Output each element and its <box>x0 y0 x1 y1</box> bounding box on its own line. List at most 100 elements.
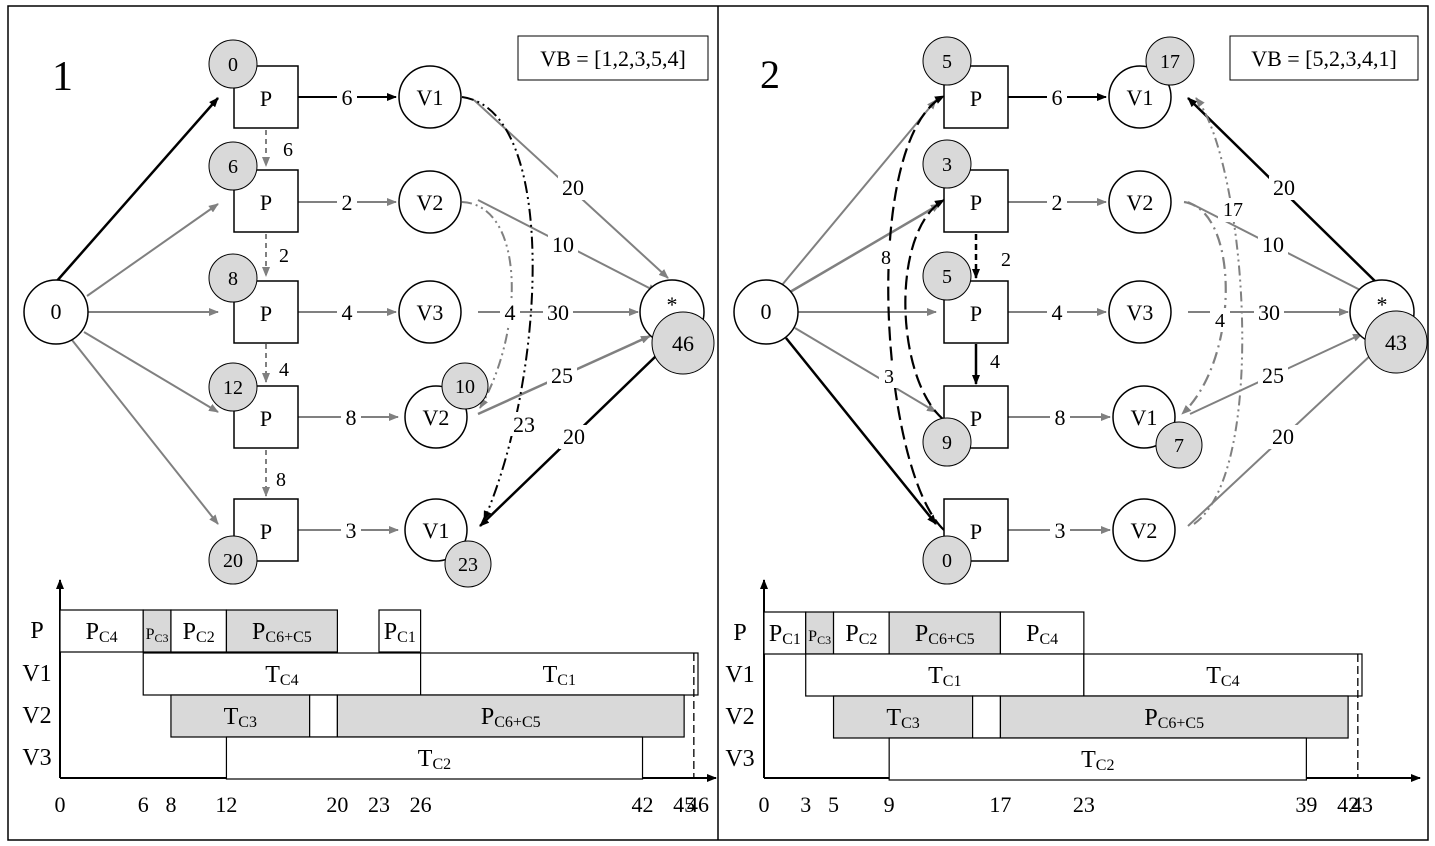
v-value-badge <box>441 362 489 410</box>
sink-weight: 10 <box>552 232 574 257</box>
v-node-label: V2 <box>1127 190 1154 215</box>
gantt-tick-label: 43 <box>1351 792 1373 817</box>
gantt-task-label: PC4 <box>1026 621 1058 648</box>
gantt-task-bar <box>378 609 422 653</box>
edge-start-p1 <box>781 99 937 286</box>
edge-weight: 3 <box>346 518 357 543</box>
v-node-label: V3 <box>417 300 444 325</box>
gantt-task-bar <box>170 609 228 653</box>
p-node-label: P <box>970 86 982 111</box>
gantt-task-bar <box>309 694 338 738</box>
gantt-task-bar <box>805 611 835 655</box>
gantt-tick-label: 23 <box>1073 792 1095 817</box>
p-node-label: P <box>970 406 982 431</box>
gantt-task-label: PC6+C5 <box>1144 705 1204 732</box>
v-value: 17 <box>1160 51 1180 73</box>
gantt-tick-label: 0 <box>759 792 770 817</box>
gantt-row-label: V3 <box>725 746 754 772</box>
sink-value: 46 <box>672 331 694 356</box>
gantt-task-bar <box>999 695 1349 739</box>
edge-weight: 8 <box>1055 405 1066 430</box>
p-value: 20 <box>223 550 243 572</box>
gantt-task-label: TC1 <box>543 662 576 689</box>
gantt-tick-label: 42 <box>632 792 654 817</box>
p-node-label: P <box>260 519 272 544</box>
p-value-badge <box>922 251 972 301</box>
v-node <box>398 65 462 129</box>
v-node-label: V3 <box>1127 300 1154 325</box>
v-node <box>1108 170 1172 234</box>
gantt-task-bar <box>999 611 1085 655</box>
gantt-task-label: TC4 <box>265 662 298 689</box>
start-node-label: 0 <box>51 299 62 324</box>
gantt-task-bar <box>972 695 1002 739</box>
gantt-task-bar <box>336 694 685 738</box>
v-node-label: V2 <box>1131 518 1158 543</box>
v-value: 7 <box>1174 435 1184 457</box>
gantt-tick-label: 5 <box>828 792 839 817</box>
edge-weight: 4 <box>342 300 353 325</box>
gantt-task-label: PC6+C5 <box>915 621 975 648</box>
gantt-task-label: PC3 <box>808 628 831 647</box>
edge-start-p2 <box>86 203 219 297</box>
gantt-task-label: TC2 <box>418 746 451 773</box>
p-value: 12 <box>223 377 243 399</box>
edge-start-p4 <box>83 331 219 413</box>
gantt-task-bar <box>888 611 1002 655</box>
dashed-weight: 23 <box>513 412 535 437</box>
chain-weight: 2 <box>279 245 289 267</box>
gantt-task-bar <box>225 609 338 653</box>
sink-value: 43 <box>1385 330 1407 355</box>
v-node-label: V1 <box>417 85 444 110</box>
gantt-task-bar <box>763 611 807 655</box>
gantt-tick-label: 45 <box>673 792 695 817</box>
gantt-row-label: V1 <box>725 662 754 688</box>
p-node-label: P <box>260 86 272 111</box>
p-value: 0 <box>228 54 238 76</box>
edge-start-p1 <box>55 97 219 283</box>
sink-value-badge <box>1364 310 1428 374</box>
gantt-task-label: PC4 <box>86 619 118 646</box>
v-value-badge <box>444 540 492 588</box>
v-node <box>1108 65 1172 129</box>
gantt-task-bar <box>1083 653 1363 697</box>
v-value: 23 <box>458 554 478 576</box>
gantt-tick-label: 20 <box>326 792 348 817</box>
gantt-task-bar <box>142 652 422 696</box>
start-node <box>733 279 799 345</box>
p-node-label: P <box>970 190 982 215</box>
sink-node-label: * <box>1377 292 1388 317</box>
chain-weight: 2 <box>1001 249 1011 271</box>
chain-weight: 6 <box>283 139 293 161</box>
gantt-task-bar <box>832 611 890 655</box>
gantt-task-label: TC4 <box>1206 663 1239 690</box>
gantt-tick-label: 8 <box>165 792 176 817</box>
gantt-task-bar <box>225 736 644 780</box>
gantt-tick-label: 0 <box>55 792 66 817</box>
dashed-weight: 4 <box>505 300 516 325</box>
start-node <box>23 279 89 345</box>
p-value: 5 <box>942 266 952 288</box>
sink-weight: 20 <box>1273 175 1295 200</box>
v-node-label: V1 <box>1127 85 1154 110</box>
v-value-badge <box>1145 36 1195 86</box>
p-value-badge <box>208 141 258 191</box>
edge-weight: 4 <box>1052 300 1063 325</box>
v-node <box>398 280 462 344</box>
v-node <box>404 498 468 562</box>
p-node-label: P <box>970 301 982 326</box>
gantt-tick-label: 17 <box>989 792 1011 817</box>
panel-number: 1 <box>52 54 73 100</box>
gantt-tick-label: 46 <box>687 792 709 817</box>
p-value-badge <box>208 535 258 585</box>
p-value: 6 <box>228 156 238 178</box>
v-node-label: V1 <box>423 518 450 543</box>
panel-2: 2 VB = [5,2,3,4,1] 8 3 2 4 6 2 4 8 <box>725 35 1428 817</box>
p-value-badge <box>922 535 972 585</box>
gantt-tick-label: 39 <box>1295 792 1317 817</box>
dashed-arc-v2-v4 <box>1181 200 1227 415</box>
v-value: 10 <box>455 376 475 398</box>
sink-weight: 20 <box>563 424 585 449</box>
edge-start-p4 <box>794 327 937 413</box>
